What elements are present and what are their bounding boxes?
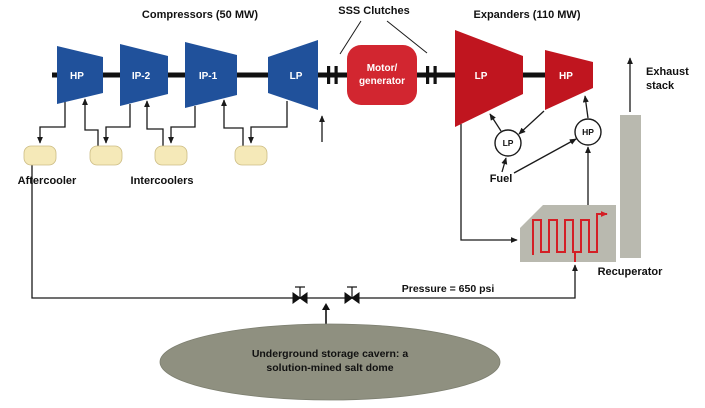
compressor-ip1 [185,42,237,108]
storage-cavern [159,323,501,401]
combustor-hp-label: HP [582,127,594,137]
pipe-fuel-to-hp-combustor [513,138,577,174]
intercooler-1 [89,145,123,166]
fuel-label: Fuel [490,173,513,185]
pipe-ip2-to-intercooler1 [103,104,131,144]
exhaust-stack-label-line2: stack [646,80,675,92]
exhaust-stack [620,115,641,258]
clutch-bar [327,66,331,84]
intercooler-2 [154,145,188,166]
cavern-label-line1: Underground storage cavern: a [252,348,409,360]
clutch-bar [334,66,338,84]
valve-body [299,292,308,304]
aftercooler-label: Aftercooler [18,175,77,187]
pressure-label: Pressure = 650 psi [402,283,495,295]
compressor-lp-label: LP [290,71,303,82]
intercoolers-label: Intercoolers [131,175,194,187]
pipe-lp-combustor-to-lp-exp [489,113,502,132]
motor-generator [347,45,417,105]
compressor-lp [268,40,318,110]
leader-line-left-clutch [339,20,362,55]
motor-label-line1: Motor/ [367,63,398,74]
valve-2 [344,286,360,304]
pipe-hp-exp-to-lp-combustor [518,110,545,135]
clutch-leader-lines [339,20,428,55]
intercooler-3 [234,145,268,166]
exhaust-stack-label-line1: Exhaust [646,66,689,78]
compressor-ip1-label: IP-1 [199,71,218,82]
clutch-bar [433,66,437,84]
leader-line-right-clutch [386,20,428,54]
clutch-left [327,66,338,84]
arrowhead-up [322,303,330,310]
valve-body [344,292,353,304]
pipe-lp-comp-to-intercooler3 [248,101,288,144]
pipe-ip1-to-intercooler2 [168,106,196,144]
pipe-intercooler1-to-hp [82,98,99,146]
pipe-lp-exp-exhaust-to-recuperator [460,124,518,243]
expander-hp-label: HP [559,71,573,82]
pipe-hp-to-aftercooler [37,102,66,144]
compressors-title: Compressors (50 MW) [142,9,258,21]
coolers [23,145,268,166]
compressor-hp [57,46,103,104]
combustor-hp [574,118,602,146]
valve-body [292,292,301,304]
aftercooler [23,145,57,166]
clutch-bar [426,66,430,84]
recuperator-coil [532,214,607,262]
pipe-intercooler3-to-ip1 [221,99,244,146]
compressor-hp-label: HP [70,71,84,82]
pipe-intercooler2-to-ip2 [144,100,164,146]
clutches-title: SSS Clutches [338,5,410,17]
valve-1 [292,286,308,304]
expander-lp-label: LP [475,71,488,82]
recuperator [520,205,616,262]
combustor-lp [494,129,522,157]
pipe-fuel-to-lp-combustor [501,157,508,173]
clutch-right [426,66,437,84]
motor-label-line2: generator [359,76,405,87]
combustor-lp-label: LP [503,138,514,148]
compressor-ip2-label: IP-2 [132,71,151,82]
expanders-title: Expanders (110 MW) [474,9,581,21]
cavern-label-line2: solution-mined salt dome [266,362,393,374]
expander-lp [455,30,523,127]
pipe-hp-combustor-to-hp-exp [582,95,589,119]
expander-hp [545,50,593,110]
recuperator-label: Recuperator [598,266,664,278]
valve-body [351,292,360,304]
compressor-ip2 [120,44,168,106]
